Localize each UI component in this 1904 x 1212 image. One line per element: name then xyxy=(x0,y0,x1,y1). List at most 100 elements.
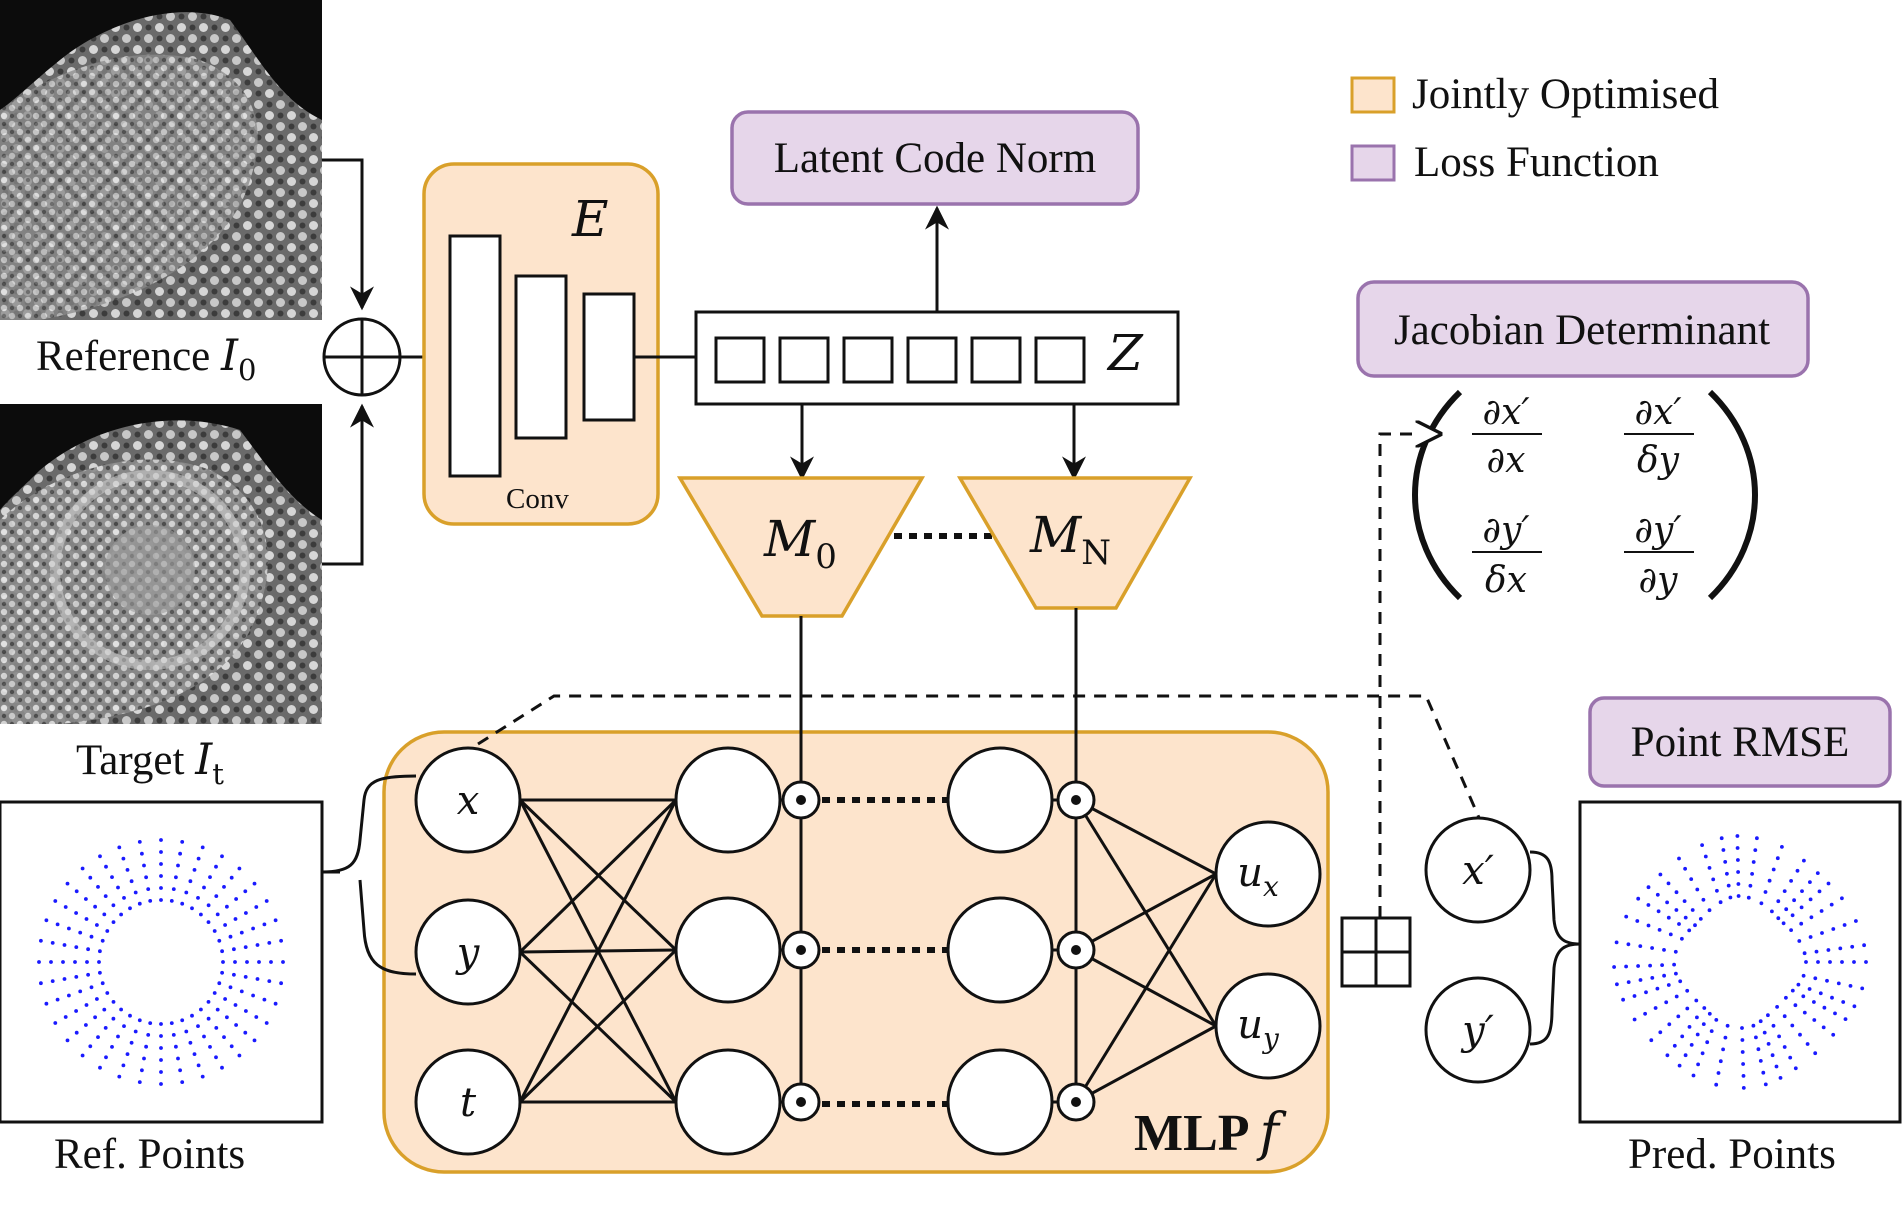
point-marker xyxy=(1685,988,1690,993)
point-marker xyxy=(1761,1070,1766,1075)
point-marker xyxy=(196,856,201,861)
point-marker xyxy=(159,1070,163,1074)
point-marker xyxy=(133,890,138,895)
point-marker xyxy=(1707,1011,1712,1016)
point-marker xyxy=(1775,1005,1779,1009)
hidden-node-n-2 xyxy=(946,896,1054,1004)
point-marker xyxy=(251,926,256,931)
point-marker xyxy=(111,920,116,924)
svg-text:ux: ux xyxy=(1237,850,1279,903)
point-marker xyxy=(1841,1000,1846,1004)
point-marker xyxy=(1802,1010,1807,1015)
point-marker xyxy=(1838,946,1843,951)
point-marker xyxy=(98,1065,102,1070)
point-marker xyxy=(273,1001,278,1006)
point-marker xyxy=(1658,1030,1663,1035)
point-marker xyxy=(1815,871,1820,875)
hidden-node-1-1 xyxy=(674,746,782,854)
point-marker xyxy=(262,922,267,927)
point-marker xyxy=(159,850,163,854)
point-marker xyxy=(1682,899,1687,903)
point-marker xyxy=(1662,948,1666,952)
point-marker xyxy=(1748,883,1753,888)
point-marker xyxy=(1695,1015,1699,1020)
point-marker xyxy=(279,938,283,943)
point-marker xyxy=(1784,907,1789,912)
point-marker xyxy=(237,1053,242,1058)
point-marker xyxy=(1812,1018,1817,1022)
point-marker xyxy=(1680,936,1684,941)
point-marker xyxy=(1740,1038,1745,1042)
point-marker xyxy=(239,989,244,994)
point-marker xyxy=(1802,951,1807,956)
point-marker xyxy=(217,981,222,986)
point-marker xyxy=(1766,1042,1771,1046)
odot-icon xyxy=(781,780,821,820)
point-marker xyxy=(1612,965,1616,969)
input-node-t: t xyxy=(414,1048,522,1156)
point-marker xyxy=(88,1044,93,1049)
point-marker xyxy=(252,881,257,886)
point-marker xyxy=(1750,872,1754,876)
point-marker xyxy=(1665,900,1669,905)
point-marker xyxy=(1668,932,1673,937)
point-marker xyxy=(1718,1059,1723,1064)
svg-text:∂y′: ∂y′ xyxy=(1634,510,1681,551)
point-marker xyxy=(220,970,225,975)
point-marker xyxy=(37,960,41,964)
point-marker xyxy=(1615,982,1619,987)
point-marker xyxy=(1691,1073,1696,1078)
target-to-sum-arrow xyxy=(322,403,374,566)
point-marker xyxy=(1693,923,1697,928)
point-marker xyxy=(1624,914,1629,919)
point-marker xyxy=(144,1044,149,1049)
point-marker xyxy=(212,991,217,995)
point-marker xyxy=(121,856,126,861)
ref-points-scatter xyxy=(37,838,285,1086)
point-marker xyxy=(225,1015,229,1020)
point-marker xyxy=(1695,887,1700,892)
point-marker xyxy=(1809,915,1814,920)
point-marker xyxy=(44,1001,49,1006)
point-marker xyxy=(222,1035,226,1039)
point-marker xyxy=(1674,971,1678,976)
conv-layer-2 xyxy=(514,274,568,440)
point-marker xyxy=(214,894,219,898)
point-marker xyxy=(196,1024,200,1028)
input-hidden-edge xyxy=(518,948,678,1104)
point-marker xyxy=(1626,980,1631,984)
point-marker xyxy=(171,1033,176,1037)
pred-points-panel xyxy=(1578,800,1902,1124)
point-marker xyxy=(50,979,55,983)
point-marker xyxy=(1674,994,1679,999)
point-marker xyxy=(110,875,114,879)
point-marker xyxy=(137,1080,142,1084)
point-marker xyxy=(192,868,197,872)
point-marker xyxy=(95,923,99,927)
point-marker xyxy=(1840,960,1844,964)
svg-text:MN: MN xyxy=(1029,506,1111,573)
point-marker xyxy=(148,899,153,903)
point-marker xyxy=(1721,1047,1725,1052)
input-node-x: x xyxy=(414,746,522,854)
hidden-output-edge xyxy=(1075,872,1217,952)
point-marker xyxy=(1808,897,1813,902)
point-marker xyxy=(1736,858,1740,862)
jacobian-determinant-loss xyxy=(1356,280,1810,378)
point-marker xyxy=(103,1026,108,1030)
ref-points-label: Ref. Points xyxy=(54,1131,245,1178)
target-label: Target It xyxy=(76,735,224,791)
point-marker xyxy=(100,981,105,986)
point-marker xyxy=(1707,908,1712,913)
encoder-symbol: E xyxy=(571,190,609,248)
point-marker xyxy=(202,885,206,890)
point-marker xyxy=(1648,963,1652,968)
point-marker xyxy=(243,889,248,894)
point-marker xyxy=(1775,856,1780,861)
point-marker xyxy=(1700,843,1704,847)
point-marker xyxy=(1789,879,1793,883)
point-marker xyxy=(111,1000,116,1004)
point-marker xyxy=(171,887,176,891)
hidden-node-1-3 xyxy=(674,1048,782,1156)
point-marker xyxy=(85,960,89,964)
